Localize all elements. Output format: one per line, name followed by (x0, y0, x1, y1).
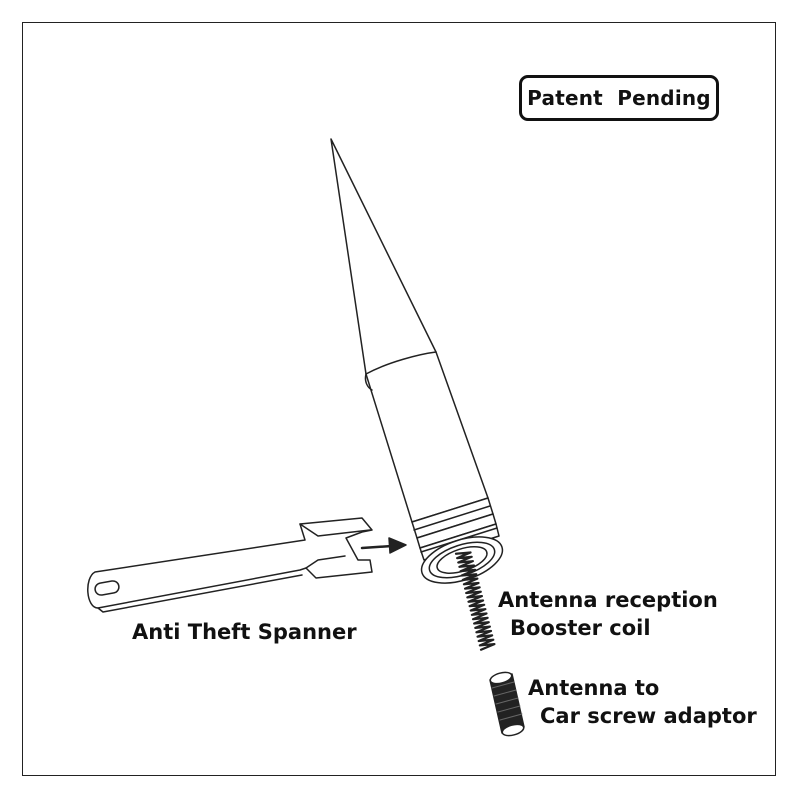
antenna-base-rings (411, 497, 504, 584)
diagram-frame (22, 22, 776, 776)
coil-label: Antenna reception Booster coil (498, 586, 718, 642)
antenna-body (364, 351, 489, 523)
insert-arrow (360, 537, 407, 554)
booster-coil-spring (454, 551, 496, 651)
anti-theft-spanner (87, 517, 373, 613)
antenna-tip (330, 138, 437, 375)
coil-label-line1: Antenna reception (498, 588, 718, 612)
spanner-label-text: Anti Theft Spanner (132, 620, 357, 644)
coil-label-line2: Booster coil (510, 616, 651, 640)
adaptor-label: Antenna to Car screw adaptor (528, 674, 757, 730)
screw-adaptor (489, 671, 525, 737)
adaptor-label-line2: Car screw adaptor (540, 704, 757, 728)
spanner-label: Anti Theft Spanner (132, 618, 357, 646)
patent-pending-text: Patent Pending (527, 86, 711, 110)
adaptor-label-line1: Antenna to (528, 676, 660, 700)
coil-spring-path (454, 551, 496, 651)
patent-pending-badge: Patent Pending (519, 75, 719, 121)
